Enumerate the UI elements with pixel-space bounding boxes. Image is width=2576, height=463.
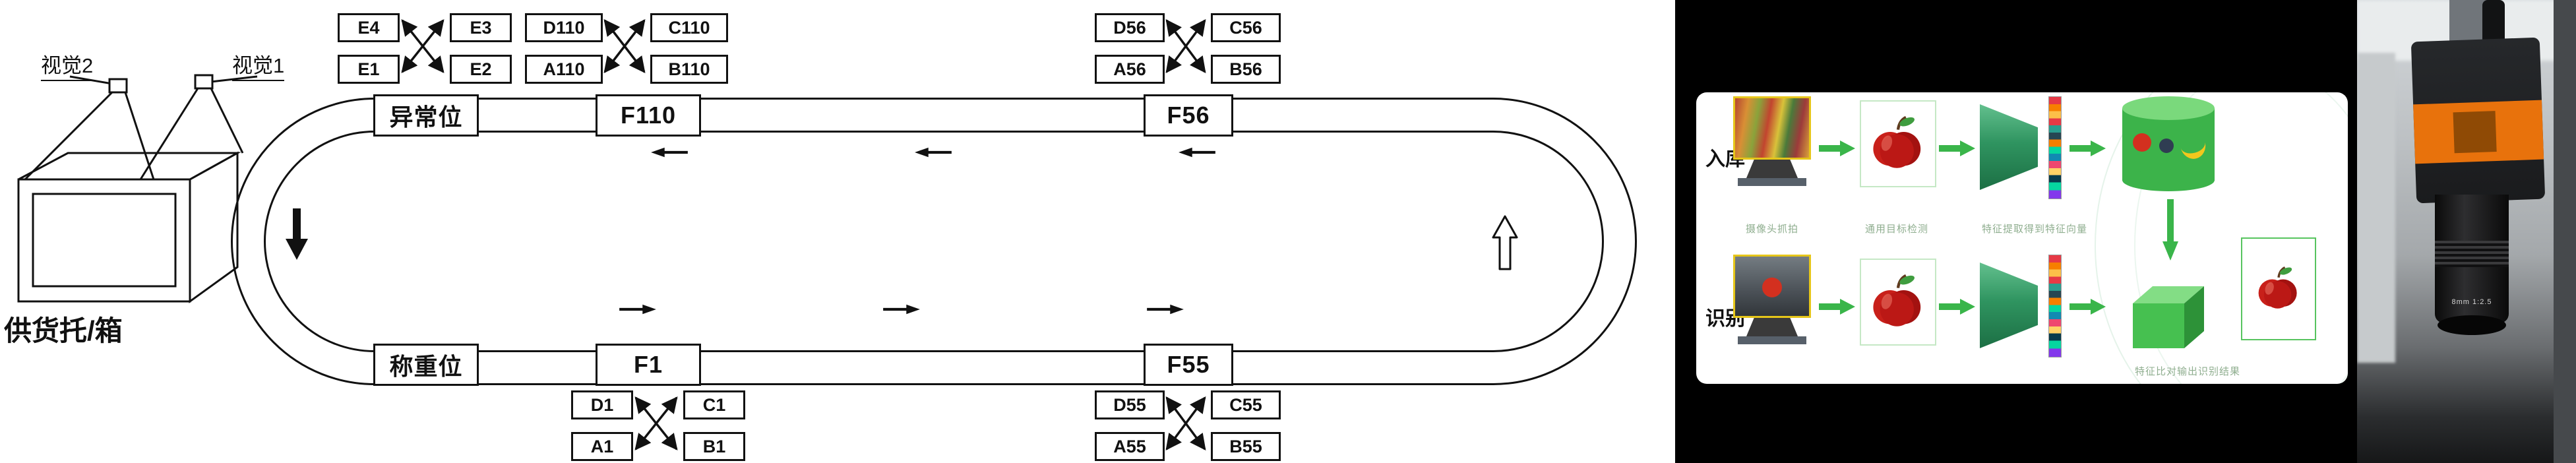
port-label-a55: A55 bbox=[1095, 432, 1165, 461]
camera-orange-band bbox=[2413, 100, 2544, 164]
lens-front-element bbox=[2438, 315, 2506, 335]
caption-feature: 特征提取得到特征向量 bbox=[1981, 224, 2087, 235]
green-arrow-right-icon bbox=[2070, 299, 2106, 315]
vision1-label: 视觉1 bbox=[232, 49, 285, 81]
machine-pillar bbox=[2357, 53, 2395, 363]
detected-apple-card bbox=[1860, 259, 1936, 346]
transfer-cross-icon bbox=[603, 19, 646, 73]
port-label-b55: B55 bbox=[1211, 432, 1281, 461]
apple-dot-icon bbox=[2133, 133, 2151, 152]
track-outer bbox=[231, 98, 1637, 385]
green-arrow-right-icon bbox=[1939, 140, 1975, 156]
caption-compare: 特征比对输出识别结果 bbox=[2134, 366, 2240, 377]
arrow-up-icon bbox=[1492, 215, 1518, 270]
green-arrow-right-icon bbox=[2070, 140, 2106, 156]
apple-icon bbox=[2258, 266, 2297, 309]
monitor-icon bbox=[1733, 96, 1811, 186]
station-f56: F56 bbox=[1144, 94, 1233, 137]
transfer-cross-icon bbox=[1165, 19, 1206, 73]
port-label-b110: B110 bbox=[650, 55, 728, 84]
camera-photo: 8mm 1:2.5 bbox=[2357, 0, 2576, 463]
compare-box-3d-icon bbox=[2133, 286, 2204, 348]
monitor-stand bbox=[1746, 160, 1798, 178]
transfer-cross-icon bbox=[1165, 396, 1206, 450]
port-label-c55: C55 bbox=[1211, 390, 1281, 419]
green-arrow-down-icon bbox=[2162, 199, 2178, 261]
apple-icon bbox=[1873, 115, 1921, 168]
port-label-d55: D55 bbox=[1095, 390, 1165, 419]
arrow-right-icon bbox=[619, 304, 656, 315]
station-f55: F55 bbox=[1144, 344, 1233, 386]
pipeline-panel: 入库 识别 bbox=[1696, 92, 2348, 384]
port-label-e1: E1 bbox=[338, 55, 400, 84]
port-label-a1: A1 bbox=[571, 432, 633, 461]
port-label-d110: D110 bbox=[525, 13, 603, 42]
supply-box-label: 供货托/箱 bbox=[4, 315, 123, 346]
port-label-e4: E4 bbox=[338, 13, 400, 42]
apple-icon bbox=[1873, 274, 1921, 326]
station-abnormal: 异常位 bbox=[373, 94, 479, 137]
background-shadow-band bbox=[2554, 0, 2576, 463]
port-label-d56: D56 bbox=[1095, 13, 1165, 42]
monitor-screen bbox=[1733, 96, 1811, 160]
station-f1: F1 bbox=[596, 344, 701, 386]
feature-db-cylinder-icon bbox=[2122, 95, 2215, 195]
monitor-base bbox=[1738, 178, 1806, 186]
monitor-stand bbox=[1746, 318, 1798, 336]
arrow-right-icon bbox=[1147, 304, 1184, 315]
camera-mount-plate bbox=[2453, 111, 2497, 154]
green-arrow-right-icon bbox=[1819, 140, 1855, 156]
detected-apple-card bbox=[1860, 100, 1936, 187]
port-label-d1: D1 bbox=[571, 390, 633, 419]
port-label-a56: A56 bbox=[1095, 55, 1165, 84]
port-label-c110: C110 bbox=[650, 13, 728, 42]
conveyor-diagram: 异常位 F110 F56 称重位 F1 F55 E4 E3 E1 E2 D110… bbox=[4, 13, 1637, 461]
station-f110: F110 bbox=[596, 94, 701, 137]
recognition-pipeline: 入库 识别 bbox=[1675, 0, 2357, 463]
camera-lens: 8mm 1:2.5 bbox=[2435, 195, 2509, 323]
station-weighing: 称重位 bbox=[373, 344, 479, 386]
arrow-left-icon bbox=[1179, 147, 1215, 158]
supply-box-illustration bbox=[17, 74, 258, 303]
monitor-screen bbox=[1733, 255, 1811, 318]
arrow-down-icon bbox=[286, 208, 308, 260]
arrow-right-icon bbox=[883, 304, 920, 315]
lens-marking-text: 8mm 1:2.5 bbox=[2451, 298, 2492, 306]
port-label-c56: C56 bbox=[1211, 13, 1281, 42]
port-label-e2: E2 bbox=[450, 55, 512, 84]
feature-vector-bar bbox=[2048, 96, 2062, 199]
arrow-left-icon bbox=[915, 147, 952, 158]
encoder-trapezoid-icon bbox=[1980, 104, 2038, 190]
feature-vector-bar bbox=[2048, 255, 2062, 357]
port-label-b56: B56 bbox=[1211, 55, 1281, 84]
port-label-c1: C1 bbox=[683, 390, 745, 419]
grape-icon bbox=[2159, 139, 2174, 153]
port-label-b1: B1 bbox=[683, 432, 745, 461]
vision2-label: 视觉2 bbox=[41, 49, 94, 81]
cylinder-top bbox=[2122, 96, 2215, 120]
monitor-icon bbox=[1733, 255, 1811, 344]
port-label-e3: E3 bbox=[450, 13, 512, 42]
camera-body bbox=[2410, 37, 2546, 204]
transfer-cross-icon bbox=[634, 396, 678, 450]
caption-camera: 摄像头抓拍 bbox=[1745, 224, 1798, 235]
green-arrow-right-icon bbox=[1819, 299, 1855, 315]
track-inner bbox=[264, 131, 1604, 352]
result-apple-card bbox=[2241, 237, 2316, 340]
green-arrow-right-icon bbox=[1939, 299, 1975, 315]
caption-detection: 通用目标检测 bbox=[1864, 224, 1928, 235]
encoder-trapezoid-icon bbox=[1980, 262, 2038, 348]
monitor-base bbox=[1738, 336, 1806, 344]
port-label-a110: A110 bbox=[525, 55, 603, 84]
arrow-left-icon bbox=[651, 147, 688, 158]
transfer-cross-icon bbox=[401, 19, 445, 73]
